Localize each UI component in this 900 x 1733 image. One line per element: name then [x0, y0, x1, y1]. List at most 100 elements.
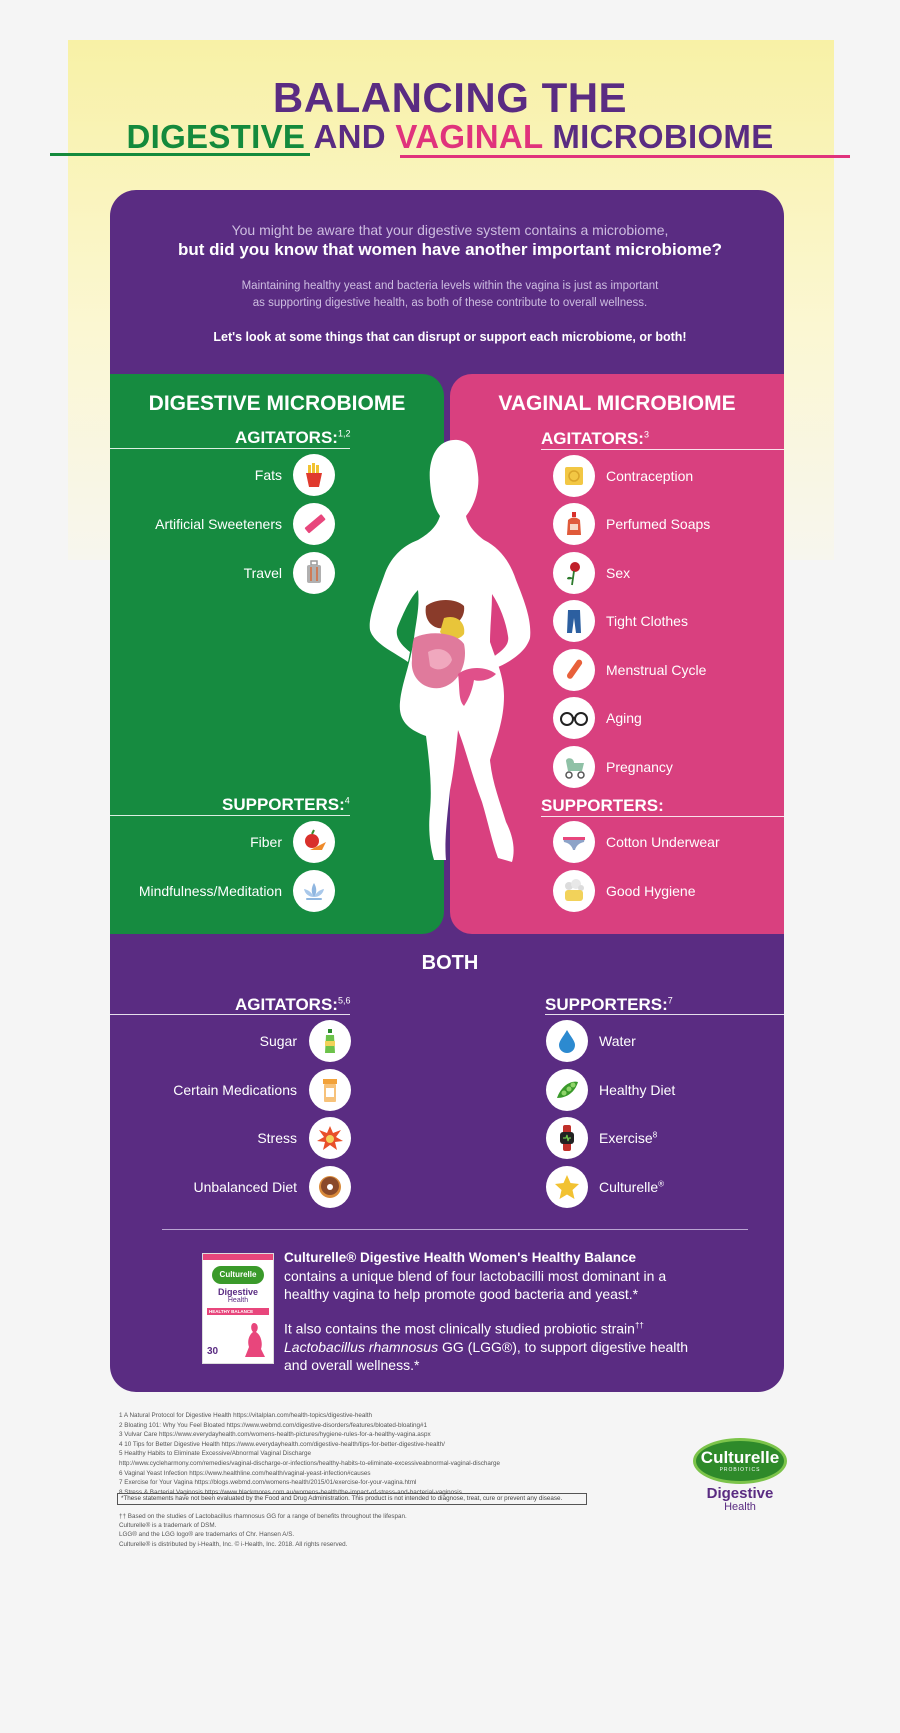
intro-line-4: Let's look at some things that can disru…: [213, 330, 687, 344]
rose-icon: [553, 552, 595, 594]
logo-brand: Culturelle: [700, 1448, 780, 1467]
reference-item: 6 Vaginal Yeast Infection https://www.he…: [119, 1469, 371, 1477]
both-supporter-exercise: Exercise8: [599, 1130, 658, 1146]
donut-icon: [309, 1166, 351, 1208]
vaginal-supporter-good-hygiene: Good Hygiene: [606, 883, 696, 899]
digestive-supporters-rule: [110, 815, 350, 816]
product-divider: [162, 1229, 748, 1230]
product-box-badge: HEALTHY BALANCE: [207, 1308, 269, 1315]
product-box-line2: Health: [227, 1297, 249, 1304]
product-paragraph-2: It also contains the most clinically stu…: [284, 1320, 689, 1373]
product-title: Culturelle® Digestive Health Women's Hea…: [284, 1250, 637, 1265]
title-digestive: DIGESTIVE: [126, 118, 306, 155]
vaginal-agitator-perfumed-soaps: Perfumed Soaps: [606, 516, 711, 532]
luggage-icon: [293, 552, 335, 594]
explosion-icon: [309, 1117, 351, 1159]
fine-print-item: Culturelle® is distributed by i-Health, …: [119, 1540, 348, 1548]
both-agitator-sugar: Sugar: [259, 1033, 297, 1049]
fda-disclaimer: *These statements have not been evaluate…: [117, 1493, 587, 1505]
reference-item: 2 Bloating 101: Why You Feel Bloated htt…: [119, 1421, 428, 1429]
title-line-1: BALANCING THE: [272, 74, 628, 121]
soap-bottle-icon: [553, 503, 595, 545]
product-box-woman-graphic: [245, 1323, 265, 1357]
reference-item: 7 Exercise for Your Vagina https://blogs…: [119, 1479, 417, 1487]
reference-item: 1 A Natural Protocol for Digestive Healt…: [119, 1412, 373, 1419]
fine-print-item: Culturelle® is a trademark of DSM.: [119, 1522, 217, 1530]
title-underline-pink: [400, 155, 850, 158]
reference-item: 3 Vulvar Care https://www.everydayhealth…: [119, 1431, 431, 1439]
vaginal-agitators-rule: [541, 449, 784, 450]
vaginal-agitator-contraception: Contraception: [606, 468, 694, 484]
reference-item: 8 Stress & Bacterial Vaginosis https://w…: [119, 1488, 462, 1496]
glasses-icon: [553, 697, 595, 739]
tampon-icon: [553, 649, 595, 691]
underwear-icon: [553, 821, 595, 863]
both-supporter-water: Water: [599, 1033, 636, 1049]
title-and: AND: [305, 118, 396, 155]
digestive-agitator-sweeteners: Artificial Sweeteners: [155, 516, 282, 532]
vaginal-agitator-tight-clothes: Tight Clothes: [606, 613, 688, 629]
both-supporter-culturelle: Culturelle®: [599, 1179, 665, 1195]
intro-line-3a: Maintaining healthy yeast and bacteria l…: [241, 280, 659, 292]
star-icon: [546, 1166, 588, 1208]
product-box-image: Culturelle Digestive Health HEALTHY BALA…: [202, 1253, 274, 1364]
smartwatch-icon: [546, 1117, 588, 1159]
references-list: 1 A Natural Protocol for Digestive Healt…: [119, 1411, 659, 1497]
vaginal-agitator-aging: Aging: [606, 710, 642, 726]
digestive-agitators-heading: AGITATORS:1,2: [235, 428, 351, 447]
product-box-line1: Digestive: [217, 1287, 259, 1297]
both-agitators-heading: AGITATORS:5,6: [235, 995, 351, 1014]
lotus-icon: [293, 870, 335, 912]
title-underline-green: [50, 153, 310, 156]
logo-sub: PROBIOTICS: [719, 1467, 761, 1473]
both-agitator-medications: Certain Medications: [173, 1082, 297, 1098]
fries-icon: [293, 454, 335, 496]
intro-line-2: but did you know that women have another…: [177, 240, 723, 259]
condom-icon: [553, 455, 595, 497]
digestive-supporters-heading: SUPPORTERS:4: [222, 795, 350, 814]
title-line-2: DIGESTIVE AND VAGINAL MICROBIOME: [0, 118, 900, 156]
soda-bottle-icon: [309, 1020, 351, 1062]
vaginal-title: VAGINAL MICROBIOME: [498, 392, 736, 415]
vaginal-supporters-rule: [541, 816, 784, 817]
both-title: BOTH: [421, 952, 479, 974]
intro-line-1: You might be aware that your digestive s…: [231, 222, 669, 238]
digestive-supporter-mindfulness: Mindfulness/Meditation: [138, 883, 282, 899]
fine-print-item: LGG® and the LGG logo® are trademarks of…: [119, 1531, 295, 1539]
product-box-brand: Culturelle: [212, 1266, 264, 1284]
digestive-title: DIGESTIVE MICROBIOME: [148, 392, 406, 415]
peas-icon: [546, 1069, 588, 1111]
intro-paragraph: Maintaining healthy yeast and bacteria l…: [0, 278, 900, 312]
product-paragraph-1: contains a unique blend of four lactobac…: [284, 1268, 667, 1302]
culturelle-logo: Culturelle PROBIOTICS Digestive Health: [690, 1438, 790, 1518]
digestive-supporter-fiber: Fiber: [250, 834, 282, 850]
digestive-agitator-fats: Fats: [254, 467, 282, 483]
vegetables-icon: [293, 821, 335, 863]
digestive-panel: [110, 374, 444, 934]
both-supporters-heading: SUPPORTERS:7: [545, 995, 673, 1014]
vaginal-supporter-cotton-underwear: Cotton Underwear: [606, 834, 720, 850]
logo-line1: Digestive: [706, 1485, 774, 1502]
vaginal-agitator-menstrual-cycle: Menstrual Cycle: [606, 662, 707, 678]
intro-line-3b: as supporting digestive health, as both …: [252, 297, 648, 309]
woman-silhouette: [369, 439, 531, 862]
logo-line2: Health: [724, 1501, 756, 1513]
soap-bubbles-icon: [553, 870, 595, 912]
title-microbiome: MICROBIOME: [542, 118, 774, 155]
vaginal-supporters-heading: SUPPORTERS:: [541, 796, 664, 815]
jeans-icon: [553, 600, 595, 642]
digestive-agitator-travel: Travel: [243, 565, 282, 581]
stroller-icon: [553, 746, 595, 788]
digestive-agitators-rule: [110, 448, 350, 449]
reference-item: 4 10 Tips for Better Digestive Health ht…: [119, 1440, 445, 1448]
both-agitator-unbalanced-diet: Unbalanced Diet: [193, 1179, 297, 1195]
sweetener-packet-icon: [293, 503, 335, 545]
vaginal-agitator-pregnancy: Pregnancy: [606, 759, 673, 775]
reference-item: http://www.cycleharmony.com/remedies/vag…: [119, 1459, 501, 1467]
pill-bottle-icon: [309, 1069, 351, 1111]
both-agitator-stress: Stress: [257, 1130, 297, 1146]
both-agitators-rule: [110, 1014, 350, 1015]
both-supporters-rule: [545, 1014, 784, 1015]
vaginal-agitator-sex: Sex: [606, 565, 631, 581]
